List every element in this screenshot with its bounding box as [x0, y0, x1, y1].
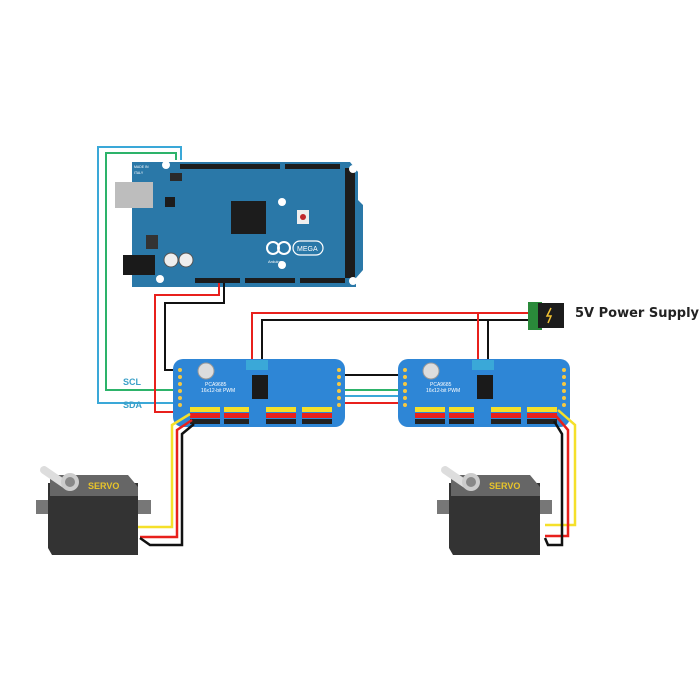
pca2-chip-text: PCA9685	[430, 382, 452, 388]
arduino-5v-wire	[154, 283, 220, 413]
psu-red-wire	[251, 312, 530, 362]
pca9685-board-1: PCA9685 16x12-bit PWM	[173, 359, 345, 427]
servo-motor-1: SERVO	[36, 466, 151, 555]
servo1-signal-wire	[138, 412, 191, 529]
country-text: ITALY	[134, 171, 144, 175]
arduino-brand-text: Arduino	[268, 259, 283, 264]
arduino-mega-board: MEGA Arduino MADE IN ITALY	[115, 161, 363, 287]
arduino-model-text: MEGA	[297, 246, 318, 253]
pca1-chip-text: PCA9685	[205, 382, 227, 388]
servo2-signal-wire	[545, 409, 577, 527]
servo2-power-wire	[545, 415, 570, 538]
servo1-ground-wire	[139, 423, 195, 547]
servo2-ground-wire	[543, 420, 564, 547]
servo1-label: SERVO	[88, 481, 119, 491]
arduino-gnd-wire	[164, 283, 225, 371]
sda-wire	[97, 146, 182, 404]
servo2-label: SERVO	[489, 481, 520, 491]
scl-label: SCL	[123, 377, 141, 387]
power-supply-jack	[528, 302, 564, 330]
servo1-power-wire	[140, 418, 193, 539]
servo-motor-2: SERVO	[437, 466, 552, 555]
made-in-text: MADE IN	[134, 165, 149, 169]
scl-wire	[105, 152, 180, 391]
power-supply-label: 5V Power Supply	[575, 306, 700, 321]
pca1-desc-text: 16x12-bit PWM	[201, 388, 235, 394]
pca2-desc-text: 16x12-bit PWM	[426, 388, 460, 394]
psu-black-wire	[261, 319, 530, 362]
pca9685-board-2: PCA9685 16x12-bit PWM	[398, 359, 570, 427]
sda-label: SDA	[123, 400, 143, 410]
